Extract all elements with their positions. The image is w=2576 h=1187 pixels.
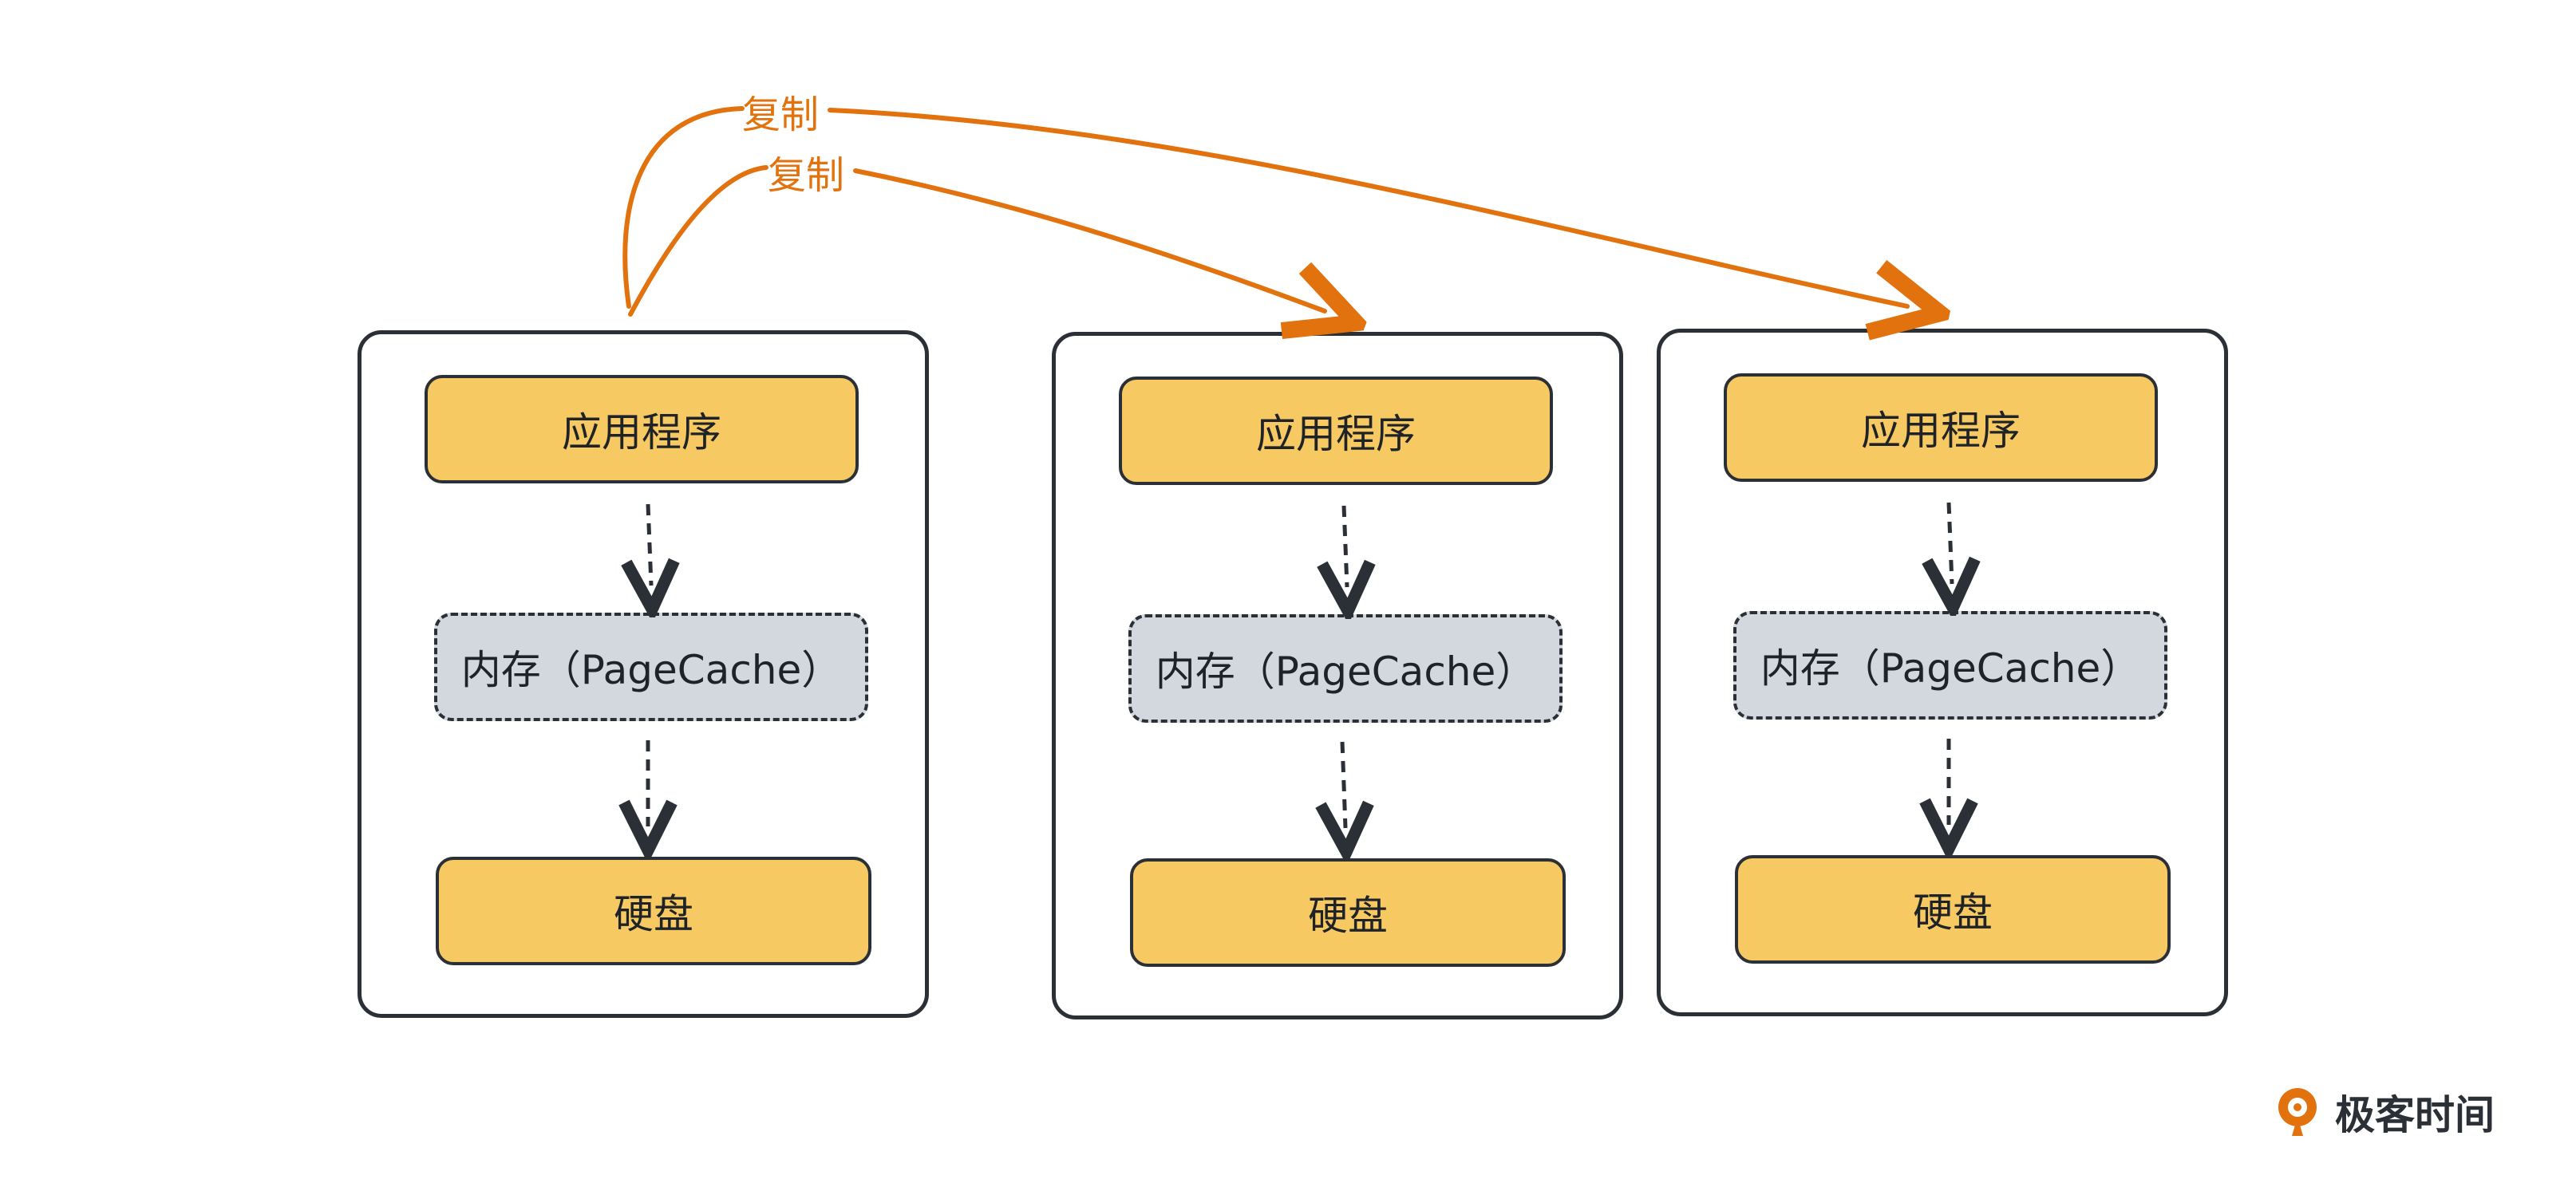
disk-block-2: 硬盘 xyxy=(1130,858,1566,967)
replication-arrow-to-server-3 xyxy=(622,106,1907,306)
application-block-1: 应用程序 xyxy=(425,375,859,483)
application-block-3: 应用程序 xyxy=(1724,373,2158,482)
app-to-memory-arrow-1 xyxy=(648,503,651,586)
replication-arrow-to-server-2 xyxy=(628,165,1325,314)
app-to-memory-arrow-3 xyxy=(1949,502,1952,584)
replication-label-2: 复制 xyxy=(768,153,845,198)
brand-name: 极客时间 xyxy=(2335,1092,2495,1138)
application-block-2: 应用程序 xyxy=(1119,377,1553,485)
memory-pagecache-block-3: 内存（PageCache） xyxy=(1733,611,2167,720)
disk-block-3: 硬盘 xyxy=(1735,855,2171,964)
disk-block-1: 硬盘 xyxy=(436,857,871,965)
app-to-memory-arrow-2 xyxy=(1344,505,1347,587)
memory-to-disk-arrow-2 xyxy=(1342,741,1345,828)
replication-label-1: 复制 xyxy=(742,93,820,137)
brand-watermark: 极客时间 xyxy=(2273,1079,2520,1146)
brand-logo-icon xyxy=(2278,1088,2317,1136)
memory-pagecache-block-1: 内存（PageCache） xyxy=(434,613,868,721)
